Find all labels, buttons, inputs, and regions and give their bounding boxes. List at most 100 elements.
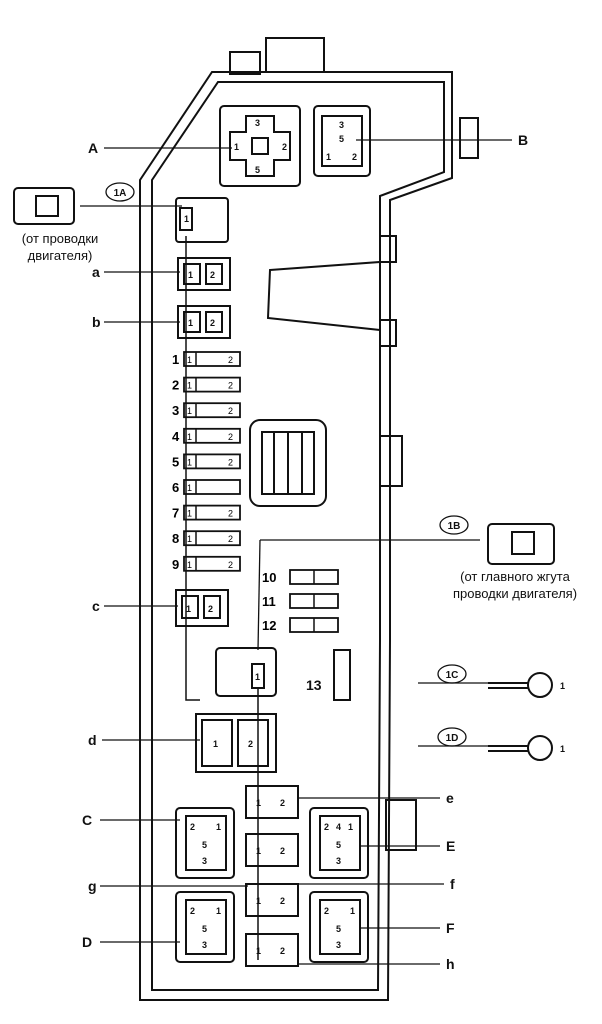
ring-1C-pin-1: 1 (560, 681, 565, 691)
fuse-5-pin-2: 2 (228, 457, 233, 467)
engine-wiring-note: (от проводки двигателя) (2, 230, 118, 264)
relay-b-pin-2-label: 2 (210, 318, 215, 328)
fuse-10: 10 (262, 569, 339, 585)
housing-inner (151, 81, 445, 991)
fuse-1-label: 1 (172, 352, 179, 367)
relay-A-center (251, 137, 269, 155)
relay-B (313, 105, 371, 177)
connector-1B-label: 1B (448, 521, 461, 532)
fuse-8-pin-2: 2 (228, 534, 233, 544)
relay-A-label: A (88, 140, 98, 156)
fuse-2-pin-1: 1 (187, 381, 192, 391)
connector-1C-label: 1C (446, 670, 459, 681)
connector-1B-socket (215, 647, 277, 697)
relay-F-pin-1: 1 (350, 906, 355, 916)
relay-h (245, 933, 299, 967)
connector-1A-oval (105, 182, 135, 202)
connector-1A-pin (179, 207, 193, 231)
connector-1A-socket (175, 197, 229, 243)
relay-A-pin-3: 3 (255, 118, 260, 128)
relay-d-label: d (88, 732, 97, 748)
relay-c-pin2 (203, 595, 221, 619)
relay-F-label: F (446, 920, 455, 936)
relay-f-pin-2-label: 2 (280, 846, 285, 856)
connector-1A-pin-1: 1 (184, 214, 189, 224)
relay-E-label: E (446, 838, 455, 854)
relay-E-pin-1: 1 (348, 822, 353, 832)
fuse-5-label: 5 (172, 454, 179, 469)
fuse-7-pin-2: 2 (228, 509, 233, 519)
fuse-2-pin-2: 2 (228, 381, 233, 391)
relay-D-label: D (82, 934, 92, 950)
relay-e-pin-2-label: 2 (280, 798, 285, 808)
fuse-4-pin-1: 1 (187, 432, 192, 442)
relay-g-label: g (88, 878, 97, 894)
relay-d-pin1 (201, 719, 233, 767)
relay-d-pin-1-label: 1 (213, 739, 218, 749)
relay-C-pins (185, 815, 227, 871)
side-tab (459, 117, 479, 159)
relay-b-pin2 (205, 311, 223, 333)
relay-C-pin-1: 1 (216, 822, 221, 832)
relay-D-pin-5: 5 (202, 924, 207, 934)
connector-1A-plug-icon (13, 187, 75, 225)
fuse-4-label: 4 (172, 429, 180, 444)
relay-C-pin-2: 2 (190, 822, 195, 832)
connector-1D-label: 1D (446, 733, 459, 744)
relay-A-pin-2: 2 (282, 142, 287, 152)
relay-C (175, 807, 235, 879)
relay-d-pin-2-label: 2 (248, 739, 253, 749)
connector-1C-oval (437, 664, 467, 684)
fuse-6-body (183, 479, 241, 495)
fuse-11-label: 11 (262, 594, 276, 609)
main-connector (249, 419, 327, 507)
relay-B-pin-5: 5 (339, 134, 344, 144)
relay-E (309, 807, 369, 879)
ring-1D-pin-1: 1 (560, 744, 565, 754)
relay-D-pin-2: 2 (190, 906, 195, 916)
relay-f (245, 833, 299, 867)
relay-h-label: h (446, 956, 455, 972)
fuse-6-label: 6 (172, 480, 179, 495)
fuse-9-pin-1: 1 (187, 560, 192, 570)
fuse-1-pin-2: 2 (228, 355, 233, 365)
connector-1D-oval (437, 727, 467, 747)
fuse-10-label: 10 (262, 570, 276, 585)
main-harness-note-line1: (от главного жгута (460, 569, 570, 584)
connector-1B-pin-1: 1 (255, 672, 260, 682)
connector-1B-plug-icon-face (511, 531, 535, 555)
fuse-4-pin-2: 2 (228, 432, 233, 442)
fuse-13-label: 13 (306, 677, 322, 693)
relay-D-pins (185, 899, 227, 955)
relay-C-pin-3: 3 (202, 856, 207, 866)
relay-h-pin-1-label: 1 (256, 946, 261, 956)
relay-g-pin-1-label: 1 (256, 896, 261, 906)
relay-E-pins (319, 815, 361, 871)
connector-1B-plug-icon (487, 523, 555, 565)
relay-d-pin2 (237, 719, 269, 767)
relay-E-pin-5: 5 (336, 840, 341, 850)
fuse-2-body (183, 376, 241, 393)
fuse-3-pin-1: 1 (187, 406, 192, 416)
relay-b-pin-1-label: 1 (188, 318, 193, 328)
connector-1A-label: 1A (114, 188, 127, 199)
relay-c (175, 589, 229, 627)
relay-a-pin2 (205, 263, 223, 285)
engine-wiring-note-line1: (от проводки (21, 231, 99, 246)
relay-B-pin-1: 1 (326, 152, 331, 162)
relay-F-pins (319, 899, 361, 955)
fuse-12-label: 12 (262, 618, 276, 633)
relay-g-pin-2-label: 2 (280, 896, 285, 906)
relay-E-pin-2: 2 (324, 822, 329, 832)
fuse-5-pin-1: 1 (187, 457, 192, 467)
fuse-8-label: 8 (172, 531, 179, 546)
relay-a-label: a (92, 264, 100, 280)
fuse-1-body (183, 351, 241, 367)
relay-a-pin-2-label: 2 (210, 270, 215, 280)
fuse-6-pin-1: 1 (187, 483, 192, 493)
relay-c-pin-1-label: 1 (186, 604, 191, 614)
